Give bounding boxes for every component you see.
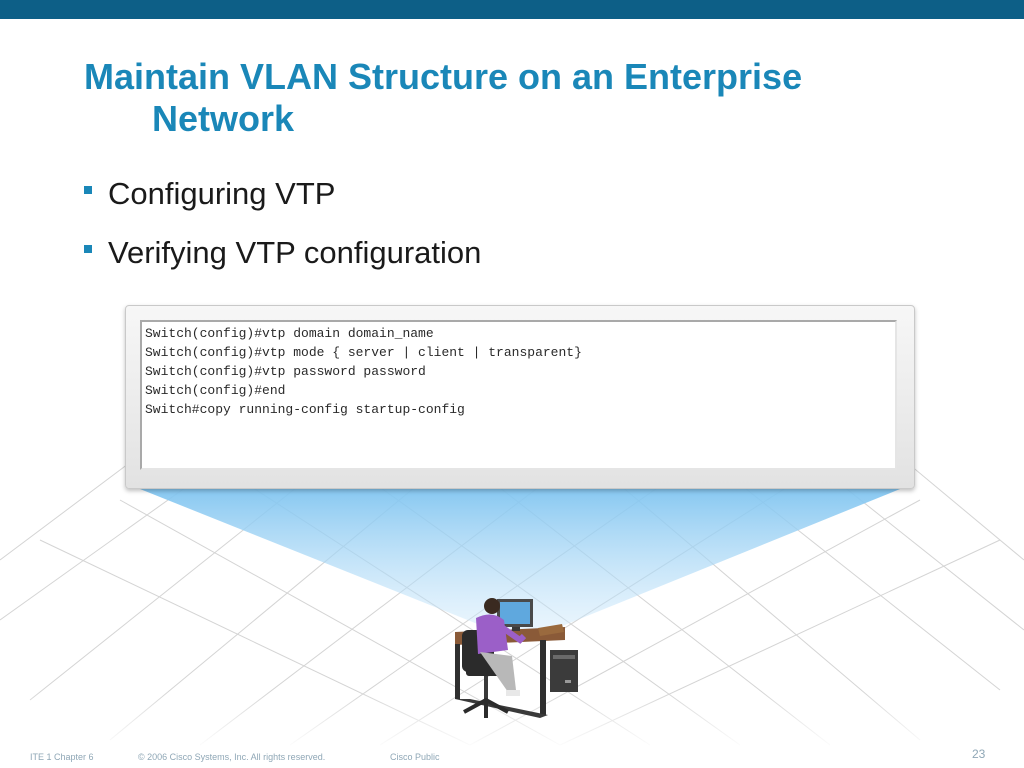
page-number: 23 — [972, 747, 986, 761]
bullet-text: Configuring VTP — [108, 176, 336, 211]
command-line: Switch(config)#end — [145, 383, 286, 398]
command-line: Switch(config)#vtp mode { server | clien… — [145, 345, 582, 360]
footer-copyright: © 2006 Cisco Systems, Inc. All rights re… — [138, 752, 326, 762]
slide-title: Maintain VLAN Structure on an Enterprise… — [84, 56, 944, 140]
footer-chapter: ITE 1 Chapter 6 — [30, 752, 94, 762]
header-bar — [0, 0, 1024, 19]
title-line-2: Network — [152, 98, 295, 139]
bullet-square-icon — [84, 186, 92, 194]
terminal-output: Switch(config)#vtp domain domain_name Sw… — [140, 320, 897, 470]
command-line: Switch#copy running-config startup-confi… — [145, 402, 465, 417]
bullet-text: Verifying VTP configuration — [108, 235, 482, 270]
workstation-icon — [455, 598, 578, 718]
title-line-1: Maintain VLAN Structure on an Enterprise — [84, 56, 803, 97]
projection-beam — [135, 487, 905, 635]
command-line: Switch(config)#vtp password password — [145, 364, 426, 379]
bullet-square-icon — [84, 245, 92, 253]
command-line: Switch(config)#vtp domain domain_name — [145, 326, 434, 341]
network-scene-illustration — [0, 399, 1024, 750]
footer-classification: Cisco Public — [390, 752, 440, 762]
